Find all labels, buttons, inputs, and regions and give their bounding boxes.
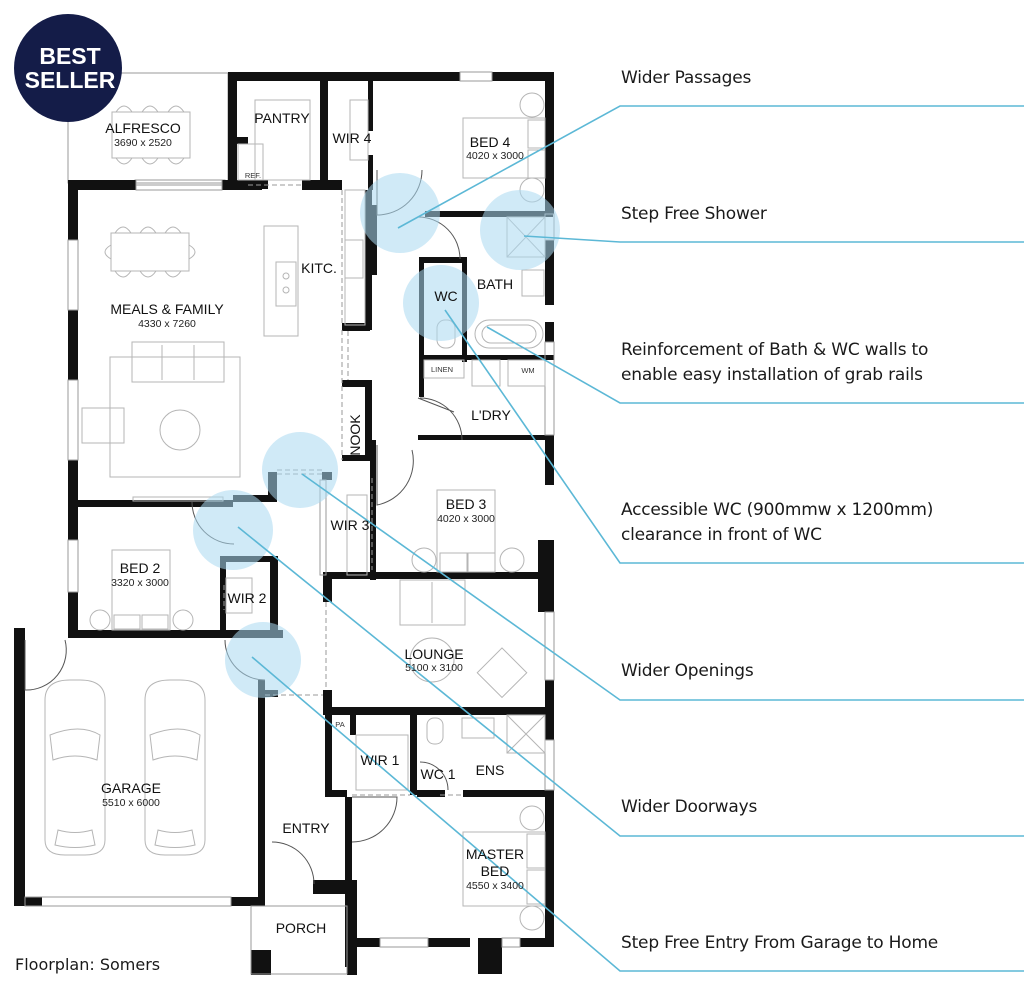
room-lounge-dim: 5100 x 3100 [405,662,463,674]
feature-step-free-entry: Step Free Entry From Garage to Home [621,931,938,956]
room-ens: ENS [476,762,505,778]
room-wir2: WIR 2 [228,590,267,606]
room-pa: PA [335,720,344,729]
room-lounge: LOUNGE [404,646,463,662]
feature-wider-doorways: Wider Doorways [621,795,757,820]
accessibility-zones [193,173,560,698]
room-alfresco-dim: 3690 x 2520 [114,137,172,149]
room-linen: LINEN [431,365,453,374]
feature-text-line1: Accessible WC (900mmw x 1200mm) [621,500,934,520]
room-wm: WM [521,366,534,375]
badge-line1: BEST [39,43,100,69]
feature-reinforcement: Reinforcement of Bath & WC walls to enab… [621,338,928,388]
feature-wider-passages: Wider Passages [621,66,751,91]
feature-text-line1: Reinforcement of Bath & WC walls to [621,340,929,360]
room-garage: GARAGE [101,780,161,796]
room-porch: PORCH [276,920,327,936]
room-bed2: BED 2 [120,560,161,576]
room-bed2-dim: 3320 x 3000 [111,577,169,589]
feature-leader-lines [237,105,1024,972]
feature-text: Wider Openings [621,661,754,681]
feature-text: Wider Doorways [621,797,758,817]
room-kitchen: KITC. [301,260,337,276]
feature-accessible-wc: Accessible WC (900mmw x 1200mm) clearanc… [621,498,933,548]
room-wir1: WIR 1 [361,752,400,768]
room-wc1: WC 1 [421,766,456,782]
room-garage-dim: 5510 x 6000 [102,797,160,809]
feature-text: Wider Passages [621,68,752,88]
feature-step-free-shower: Step Free Shower [621,202,767,227]
feature-wider-openings: Wider Openings [621,659,754,684]
room-master-bed-dim: 4550 x 3400 [466,880,524,892]
room-wc: WC [434,288,457,304]
room-pantry: PANTRY [254,110,310,126]
room-bed3-dim: 4020 x 3000 [437,513,495,525]
room-ref: REF. [245,171,261,180]
room-alfresco: ALFRESCO [105,120,181,136]
room-wir3: WIR 3 [331,517,370,533]
feature-text: Step Free Shower [621,204,767,224]
floorplan-caption: Floorplan: Somers [15,955,161,974]
fixtures-and-furniture [24,71,555,975]
room-laundry: L'DRY [471,407,511,423]
room-master-bed-line2: BED [481,863,510,879]
badge-line2: SELLER [25,67,116,93]
room-bed3: BED 3 [446,496,487,512]
room-wir4: WIR 4 [333,130,372,146]
room-bed4: BED 4 [470,134,511,150]
feature-text: Step Free Entry From Garage to Home [621,933,939,953]
feature-text-line2: enable easy installation of grab rails [621,365,923,385]
room-meals-family-dim: 4330 x 7260 [138,318,196,330]
room-meals-family: MEALS & FAMILY [110,301,224,317]
room-labels: ALFRESCO 3690 x 2520 PANTRY REF. WIR 4 B… [101,110,535,936]
best-seller-badge: BEST SELLER [14,14,122,122]
room-bath: BATH [477,276,513,292]
room-bed4-dim: 4020 x 3000 [466,150,524,162]
room-master-bed-line1: MASTER [466,846,524,862]
room-nook: NOOK [347,414,363,456]
room-entry: ENTRY [282,820,330,836]
feature-text-line2: clearance in front of WC [621,525,822,545]
